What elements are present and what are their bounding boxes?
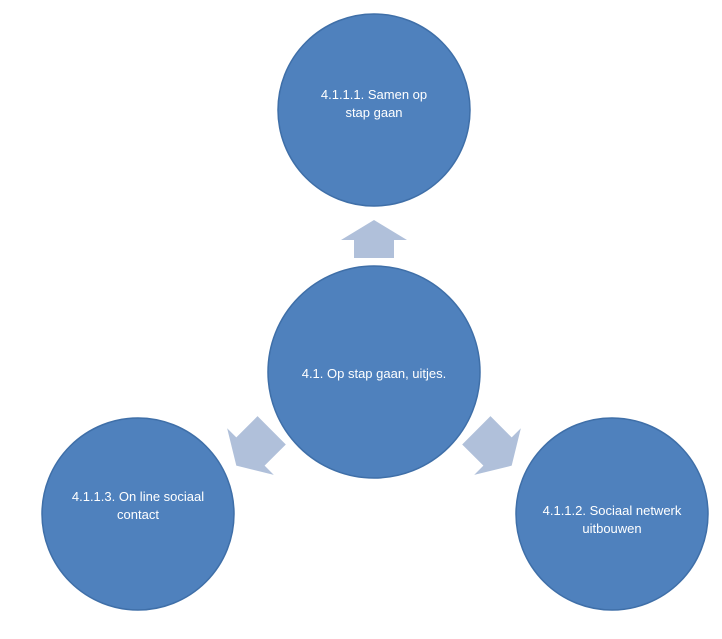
node-right-circle — [515, 417, 709, 611]
arrow-down-left-icon — [227, 416, 286, 475]
node-center-circle — [267, 265, 481, 479]
node-right-label: 4.1.1.2. Sociaal netwerk uitbouwen — [542, 503, 682, 536]
node-center-label: 4.1. Op stap gaan, uitjes. — [301, 366, 447, 381]
node-top-circle — [277, 13, 471, 207]
arrow-up-icon — [341, 220, 407, 258]
node-left-label: 4.1.1.3. On line sociaal contact — [71, 489, 205, 522]
arrow-down-right-icon — [462, 416, 521, 475]
node-top-label: 4.1.1.1. Samen op stap gaan — [320, 87, 428, 120]
node-left-circle — [41, 417, 235, 611]
